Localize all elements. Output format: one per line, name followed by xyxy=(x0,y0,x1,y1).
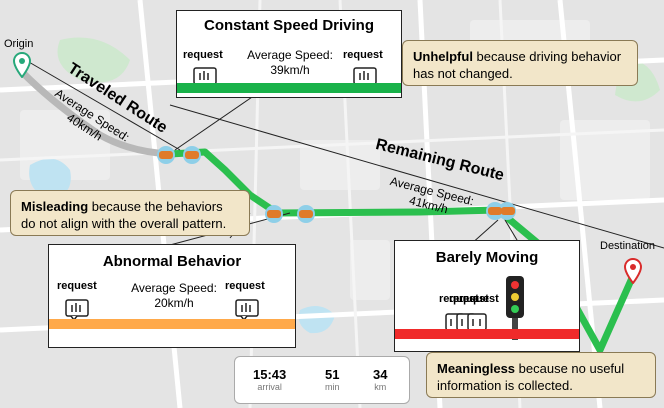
speed-caption: Average Speed: xyxy=(247,48,333,62)
distance-stat: 34 km xyxy=(373,367,387,392)
arrival-stat: 15:43 arrival xyxy=(253,367,286,392)
barely-moving-panel: Barely Moving request request request xyxy=(394,240,580,352)
speed-caption: Average Speed: xyxy=(131,281,217,295)
barely-moving-bar xyxy=(395,329,579,339)
origin-pin-icon xyxy=(13,52,31,78)
meaningless-note: Meaningless because no useful informatio… xyxy=(426,352,656,398)
request-label: request xyxy=(343,49,383,61)
abnormal-behavior-title: Abnormal Behavior xyxy=(102,253,242,270)
request-label: request xyxy=(225,280,265,292)
arrival-unit: arrival xyxy=(257,382,282,392)
misleading-note: Misleading because the behaviors do not … xyxy=(10,190,250,236)
arrival-time: 15:43 xyxy=(253,367,287,382)
distance-unit: km xyxy=(374,382,387,392)
request-signal-icon xyxy=(445,313,487,331)
barely-moving-title: Barely Moving xyxy=(435,249,539,266)
unhelpful-note: Unhelpful because driving behavior has n… xyxy=(402,40,638,86)
request-signal-icon xyxy=(235,299,259,321)
abnormal-speed-value: Average Speed: 20km/h xyxy=(119,281,229,311)
speed-value: 39km/h xyxy=(270,63,310,77)
traveled-route xyxy=(18,68,174,158)
trip-summary-card: 15:43 arrival 51 min 34 km xyxy=(234,356,410,404)
note-text: because driving behavior has not changed… xyxy=(413,49,622,81)
note-keyword: Unhelpful xyxy=(413,49,473,64)
remaining-route xyxy=(166,148,636,354)
request-signal-icon xyxy=(65,299,89,321)
constant-speed-bar xyxy=(177,83,401,93)
request-label: request xyxy=(459,293,499,305)
constant-speed-panel: Constant Speed Driving request request A… xyxy=(176,10,402,98)
speed-value: 20km/h xyxy=(154,296,194,310)
duration-value: 51 xyxy=(325,367,340,382)
abnormal-behavior-panel: Abnormal Behavior request request Averag… xyxy=(48,244,296,348)
request-label: request xyxy=(449,293,489,305)
note-keyword: Misleading xyxy=(21,199,89,214)
destination-pin-icon xyxy=(624,258,642,284)
request-label: request xyxy=(57,280,97,292)
duration-unit: min xyxy=(325,382,340,392)
request-label: request xyxy=(183,49,223,61)
constant-speed-title: Constant Speed Driving xyxy=(203,17,375,34)
destination-label: Destination xyxy=(600,240,656,252)
duration-stat: 51 min xyxy=(325,367,340,392)
note-keyword: Meaningless xyxy=(437,361,516,376)
abnormal-behavior-bar xyxy=(49,319,295,329)
car-icon xyxy=(157,146,201,164)
distance-value: 34 xyxy=(373,367,388,382)
car-icon xyxy=(265,205,315,223)
request-label: request xyxy=(439,293,479,305)
constant-speed-value: Average Speed: 39km/h xyxy=(245,48,335,78)
note-text: because no useful information is collect… xyxy=(437,361,625,393)
car-icon xyxy=(486,202,516,220)
origin-label: Origin xyxy=(4,38,34,50)
note-text: because the behaviors do not align with … xyxy=(21,199,227,231)
